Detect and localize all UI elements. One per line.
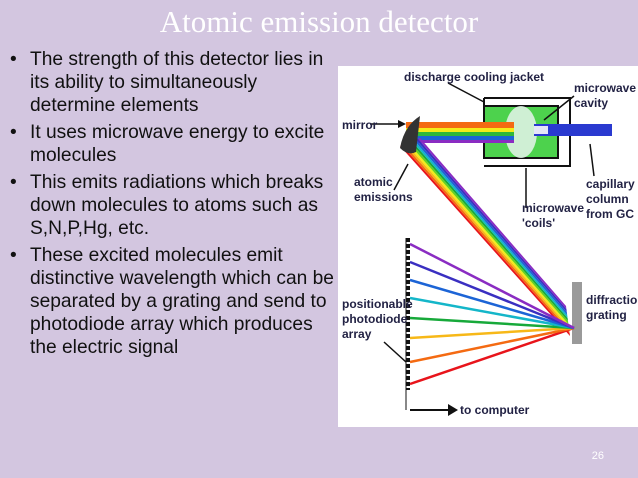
label-grating: grating [586,308,627,322]
label-array: array [342,327,372,341]
capillary-column [534,124,612,136]
bullet-dot-icon: • [10,245,17,266]
label-microwave-coils-2: 'coils' [522,216,555,230]
beam-band [418,138,567,309]
spectrum-line [409,316,575,330]
spectrum-line [409,242,575,330]
diagonal-rainbow-beam [400,138,570,336]
label-microwave-cavity-1: microwave [574,81,636,95]
spectrum-line [409,326,575,386]
beam-band [416,138,567,312]
spectrum-line [409,326,575,364]
label-discharge-cooling-jacket: discharge cooling jacket [404,70,544,84]
aed-diagram-svg: discharge cooling jacket microwave cavit… [342,70,638,417]
beam-band [408,142,569,324]
slide-title: Atomic emission detector [159,4,479,39]
bullet-item: • These excited molecules emit distinctiv… [8,244,338,359]
label-microwave-coils-1: microwave [522,201,584,215]
bullet-item: • This emits radiations which breaks down… [8,171,338,240]
beam-band [400,145,570,336]
mirror-arrow-icon [398,120,406,128]
bullet-item: • It uses microwave energy to excite mole… [8,121,338,167]
label-photodiode: photodiode [342,312,408,326]
bullet-dot-icon: • [10,122,17,143]
bullet-text: These excited molecules emit distinctive… [30,245,334,358]
beam-band [406,142,569,327]
microwave-coil-glow [505,106,537,158]
arrow-head-icon [448,404,458,416]
spectrum-line [409,278,575,330]
label-microwave-cavity-2: cavity [574,96,608,110]
page-number: 26 [591,450,604,462]
aed-diagram: discharge cooling jacket microwave cavit… [338,66,638,427]
beam-band [404,143,570,330]
beam-band [410,141,568,321]
dispersed-spectrum [409,242,575,386]
mirror [400,116,420,154]
spectrum-line [409,326,575,340]
bullet-dot-icon: • [10,49,17,70]
bullet-text: This emits radiations which breaks down … [30,172,324,239]
bullet-dot-icon: • [10,172,17,193]
label-mirror: mirror [342,118,378,132]
label-emissions: emissions [354,190,413,204]
bullet-list: • The strength of this detector lies in i… [8,48,338,363]
label-to-computer: to computer [460,403,530,417]
beam-band [412,140,568,318]
spectrum-line [409,296,575,330]
bullet-text: The strength of this detector lies in it… [30,49,324,116]
diffraction-grating [572,282,582,344]
beam-band [414,139,568,315]
label-capillary: capillary [586,177,635,191]
label-positionable: positionable [342,297,413,311]
label-from-gc: from GC [586,207,634,221]
spectrum-line [409,260,575,330]
beam-band [402,144,570,333]
bullet-text: It uses microwave energy to excite molec… [30,122,325,166]
label-column: column [586,192,629,206]
label-diffraction: diffraction [586,293,638,307]
bullet-item: • The strength of this detector lies in i… [8,48,338,117]
label-atomic: atomic [354,175,393,189]
